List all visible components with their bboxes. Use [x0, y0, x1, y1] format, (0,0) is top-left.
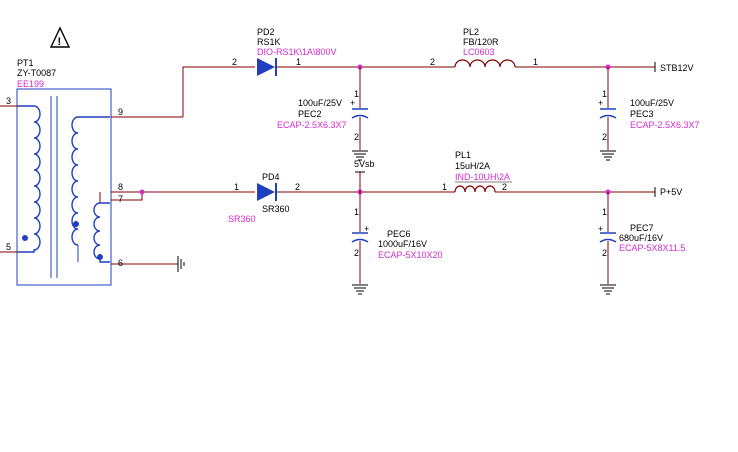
pec3-pin1: 1 — [602, 89, 607, 99]
pd2-footprint: DIO-RS1K\1A\800V — [257, 47, 337, 57]
pec2-pin1: 1 — [354, 89, 359, 99]
dot-sec2 — [97, 254, 103, 260]
pd2-ref: PD2 — [257, 27, 275, 37]
pec7-ref: PEC7 — [630, 223, 654, 233]
transformer-pt1: PT1 ZY-T0087 EE199 — [16, 58, 112, 286]
junction — [139, 189, 145, 195]
pec6-plus: + — [364, 224, 369, 234]
pd2-value: RS1K — [257, 37, 281, 47]
pec3-footprint: ECAP-2.5X6.3X7 — [630, 120, 700, 130]
pec3-value: 100uF/25V — [630, 98, 674, 108]
pl1-ref: PL1 — [455, 150, 471, 160]
diode-pd4 — [257, 183, 277, 201]
pd2-pin-k: 1 — [296, 57, 301, 67]
pl2-value: FB/120R — [463, 37, 499, 47]
inductor-pl2 — [454, 59, 516, 68]
pec2-plus: + — [350, 98, 355, 108]
pec7-value: 680uF/16V — [619, 233, 663, 243]
pt1-ref: PT1 — [17, 58, 34, 68]
pin-8: 8 — [118, 182, 123, 192]
pl1-pin-r: 2 — [502, 182, 507, 192]
pec6-pin2: 2 — [354, 248, 359, 258]
pt1-core: EE199 — [17, 79, 44, 89]
net-5vsb: 5Vsb — [354, 159, 375, 169]
pec7-footprint: ECAP-5X8X11.5 — [619, 243, 685, 253]
capacitor-pec6 — [351, 192, 369, 284]
pec7-plus: + — [598, 224, 603, 234]
pd4-footprint: SR360 — [228, 214, 256, 224]
pin-5: 5 — [6, 242, 11, 252]
pec6-footprint: ECAP-5X10X20 — [378, 250, 443, 260]
net-stb12v: STB12V — [660, 63, 694, 73]
pin-7: 7 — [118, 194, 123, 204]
transformer-body — [16, 88, 112, 286]
dot-primary — [22, 235, 28, 241]
pec2-footprint: ECAP-2.5X6.3X7 — [277, 120, 347, 130]
pl2-pin-l: 2 — [430, 57, 435, 67]
capacitor-pec3 — [599, 67, 617, 150]
ground-icon — [600, 150, 616, 161]
pec2-pin2: 2 — [354, 132, 359, 142]
pec2-value: 100uF/25V — [298, 98, 342, 108]
pec3-ref: PEC3 — [630, 109, 654, 119]
pec6-pin1: 1 — [354, 207, 359, 217]
pin-3: 3 — [6, 96, 11, 106]
pec7-pin1: 1 — [602, 207, 607, 217]
pl2-ref: PL2 — [463, 27, 479, 37]
capacitor-pec2 — [351, 67, 369, 150]
ground-icon — [352, 284, 368, 295]
pd2-pin-a: 2 — [232, 57, 237, 67]
pl2-pin-r: 1 — [533, 57, 538, 67]
pec3-plus: + — [598, 98, 603, 108]
pd4-value: SR360 — [262, 204, 290, 214]
capacitor-pec7 — [599, 192, 617, 284]
net-p5v: P+5V — [660, 187, 682, 197]
pt1-part: ZY-T0087 — [17, 68, 56, 78]
warning-icon: ! — [49, 26, 71, 48]
pec7-pin2: 2 — [602, 248, 607, 258]
pl1-value: 15uH/2A — [455, 161, 490, 171]
pin-9: 9 — [118, 107, 123, 117]
pl1-footprint: IND-10UH\2A — [455, 172, 510, 182]
pd4-pin-a: 1 — [234, 182, 239, 192]
pl2-footprint: LC0603 — [463, 47, 495, 57]
pd4-pin-k: 2 — [295, 182, 300, 192]
pl1-pin-l: 1 — [442, 182, 447, 192]
pd4-ref: PD4 — [262, 172, 280, 182]
inductor-pl1 — [454, 185, 496, 193]
pin-6: 6 — [118, 258, 123, 268]
pec6-ref: PEC6 — [387, 229, 411, 239]
svg-text:!: ! — [58, 36, 62, 48]
pec2-ref: PEC2 — [298, 109, 322, 119]
ground-icon — [177, 256, 185, 272]
ground-icon — [352, 150, 368, 161]
ground-icon — [600, 284, 616, 295]
diode-pd2 — [257, 58, 277, 76]
pec3-pin2: 2 — [602, 132, 607, 142]
pec6-value: 1000uF/16V — [378, 239, 427, 249]
dot-sec1 — [73, 221, 79, 227]
